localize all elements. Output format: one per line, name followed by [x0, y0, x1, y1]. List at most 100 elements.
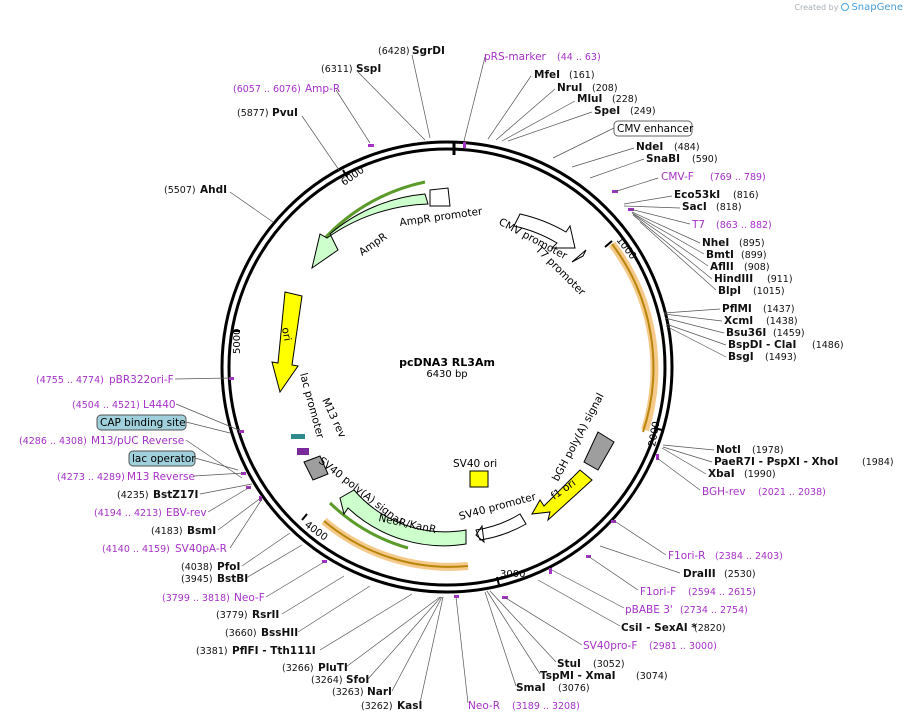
leader-m13puc — [185, 439, 243, 479]
orf-arc-right — [611, 243, 655, 433]
site-pos-ndei: (484) — [674, 142, 700, 153]
leader-sv40pro — [503, 596, 583, 646]
leader-rsrii — [281, 575, 345, 615]
site-pos-noti: (1978) — [752, 445, 784, 456]
site-pos-xhoi-group: (1984) — [862, 457, 894, 468]
primer-l4440: L4440 — [143, 399, 176, 411]
site-pvui: PvuI — [272, 107, 298, 119]
tick-4000 — [301, 513, 308, 521]
leader-draiii — [599, 545, 681, 574]
primer-pos-pbabe: (2734 .. 2754) — [680, 605, 748, 616]
leader-noti — [662, 444, 715, 451]
site-pos-mfei: (161) — [569, 70, 595, 81]
site-ahdi: AhdI — [200, 184, 227, 196]
site-pos-sspi: (6311) — [321, 64, 353, 75]
leader-blpi — [639, 221, 717, 291]
primer-pbr322: pBR322ori-F — [109, 374, 174, 386]
primer-pos-neor: (3189 .. 3208) — [512, 701, 580, 712]
box-cmv-enhancer — [613, 120, 693, 137]
leader-pbr322 — [174, 377, 232, 380]
site-noti: NotI — [716, 444, 741, 456]
leader-bmti — [631, 212, 705, 255]
primer-f1r: F1ori-R — [668, 550, 705, 562]
site-rsrii: RsrII — [252, 609, 279, 621]
leader-xbai — [661, 447, 707, 475]
site-kasi: KasI — [397, 700, 422, 712]
primer-t7: T7 — [691, 219, 705, 231]
site-tspmi-xmai: TspMI - XmaI — [540, 670, 616, 682]
primer-mark-neof — [322, 560, 327, 563]
leader-saci — [623, 205, 681, 209]
site-sspi: SspI — [356, 63, 381, 75]
leader-bsshii — [297, 585, 371, 633]
orf-arc-neor — [328, 501, 409, 550]
site-pos-pvui: (5877) — [237, 108, 269, 119]
feature-f1-ori-shape — [531, 469, 593, 522]
site-pos-bspdi-clai: (1486) — [812, 340, 844, 351]
tick-label-5000: 5000 — [232, 329, 243, 354]
primer-pos-m13reverse: (4273 .. 4289) — [57, 472, 125, 483]
site-nhei: NheI — [702, 237, 729, 249]
leader-ndei — [571, 147, 635, 168]
leader-stui — [489, 590, 557, 663]
site-pos-blpi: (1015) — [753, 286, 785, 297]
leader-hindiii — [632, 214, 713, 280]
leader-smai — [484, 591, 517, 687]
site-sfoi: SfoI — [346, 674, 369, 686]
leader-neor — [455, 596, 469, 704]
primer-pos-l4440: (4504 .. 4521) — [72, 400, 140, 411]
primer-mark-pbabe — [549, 568, 552, 574]
site-mlui: MluI — [577, 93, 602, 105]
site-bmti: BmtI — [706, 249, 734, 261]
feature-sv40-ori: SV40 ori — [453, 458, 497, 470]
feature-sv40-promoter-shape — [475, 513, 527, 544]
site-pos-smai: (3076) — [558, 683, 590, 694]
feature-ampr-promoter-shape — [429, 187, 451, 207]
site-pos-csii-sexai: (2820) — [694, 623, 726, 634]
primer-bghrev: BGH-rev — [702, 486, 746, 498]
leader-bstbi — [245, 544, 303, 579]
primer-mark-pbr322 — [229, 377, 234, 380]
site-smai: SmaI — [516, 682, 546, 694]
site-pos-nhei: (895) — [739, 238, 765, 249]
leader-cmv-enhancer — [552, 127, 615, 159]
tick-1000 — [604, 240, 613, 248]
leader-f1r — [612, 519, 667, 556]
leader-lac-operator — [194, 457, 239, 471]
feature-sv40-ori-shape — [469, 470, 489, 488]
site-pos-sfoi: (3264) — [311, 675, 343, 686]
leader-pflmi — [663, 308, 721, 314]
site-pos-rsrii: (3779) — [216, 610, 248, 621]
leader-bghrev — [656, 457, 701, 491]
site-pos-kasi: (3262) — [361, 701, 393, 712]
site-bspdi-clai: BspDI - ClaI — [728, 339, 796, 351]
site-stui: StuI — [557, 658, 581, 670]
leader-snabi — [589, 158, 645, 179]
primer-sv40pro: SV40pro-F — [583, 640, 637, 652]
orf-arc-ampr — [316, 180, 426, 247]
leader-nari — [391, 596, 443, 692]
leader-pbabe — [549, 568, 625, 609]
leader-kasi — [419, 596, 444, 704]
feature-sv40-promoter: SV40 promoter — [458, 491, 538, 523]
site-pos-bmti: (899) — [741, 250, 767, 261]
label-lac-operator: lac operator — [132, 453, 196, 465]
primer-mark-neor — [454, 595, 459, 598]
site-pos-hindiii: (911) — [767, 274, 793, 285]
site-pos-xbai: (1990) — [744, 469, 776, 480]
primer-ampr: Amp-R — [305, 83, 340, 95]
site-bstbi: BstBI — [217, 573, 248, 585]
site-mfei: MfeI — [534, 69, 560, 81]
leader-bsu36i — [664, 317, 725, 334]
feature-m13-rev-shape — [297, 448, 309, 455]
primer-m13puc: M13/pUC Reverse — [91, 435, 184, 447]
site-pos-pluti: (3266) — [282, 663, 314, 674]
site-pos-bsmi: (4183) — [151, 526, 183, 537]
tick-label-3000: 3000 — [500, 569, 525, 580]
site-pos-tspmi-xmai: (3074) — [636, 671, 668, 682]
snapgene-logo-icon — [841, 3, 850, 11]
feature-ampr-shape — [311, 193, 429, 270]
primer-pos-t7: (863 .. 882) — [716, 220, 772, 231]
leader-pluti — [345, 596, 441, 668]
primer-pbabe: pBABE 3' — [625, 604, 673, 616]
